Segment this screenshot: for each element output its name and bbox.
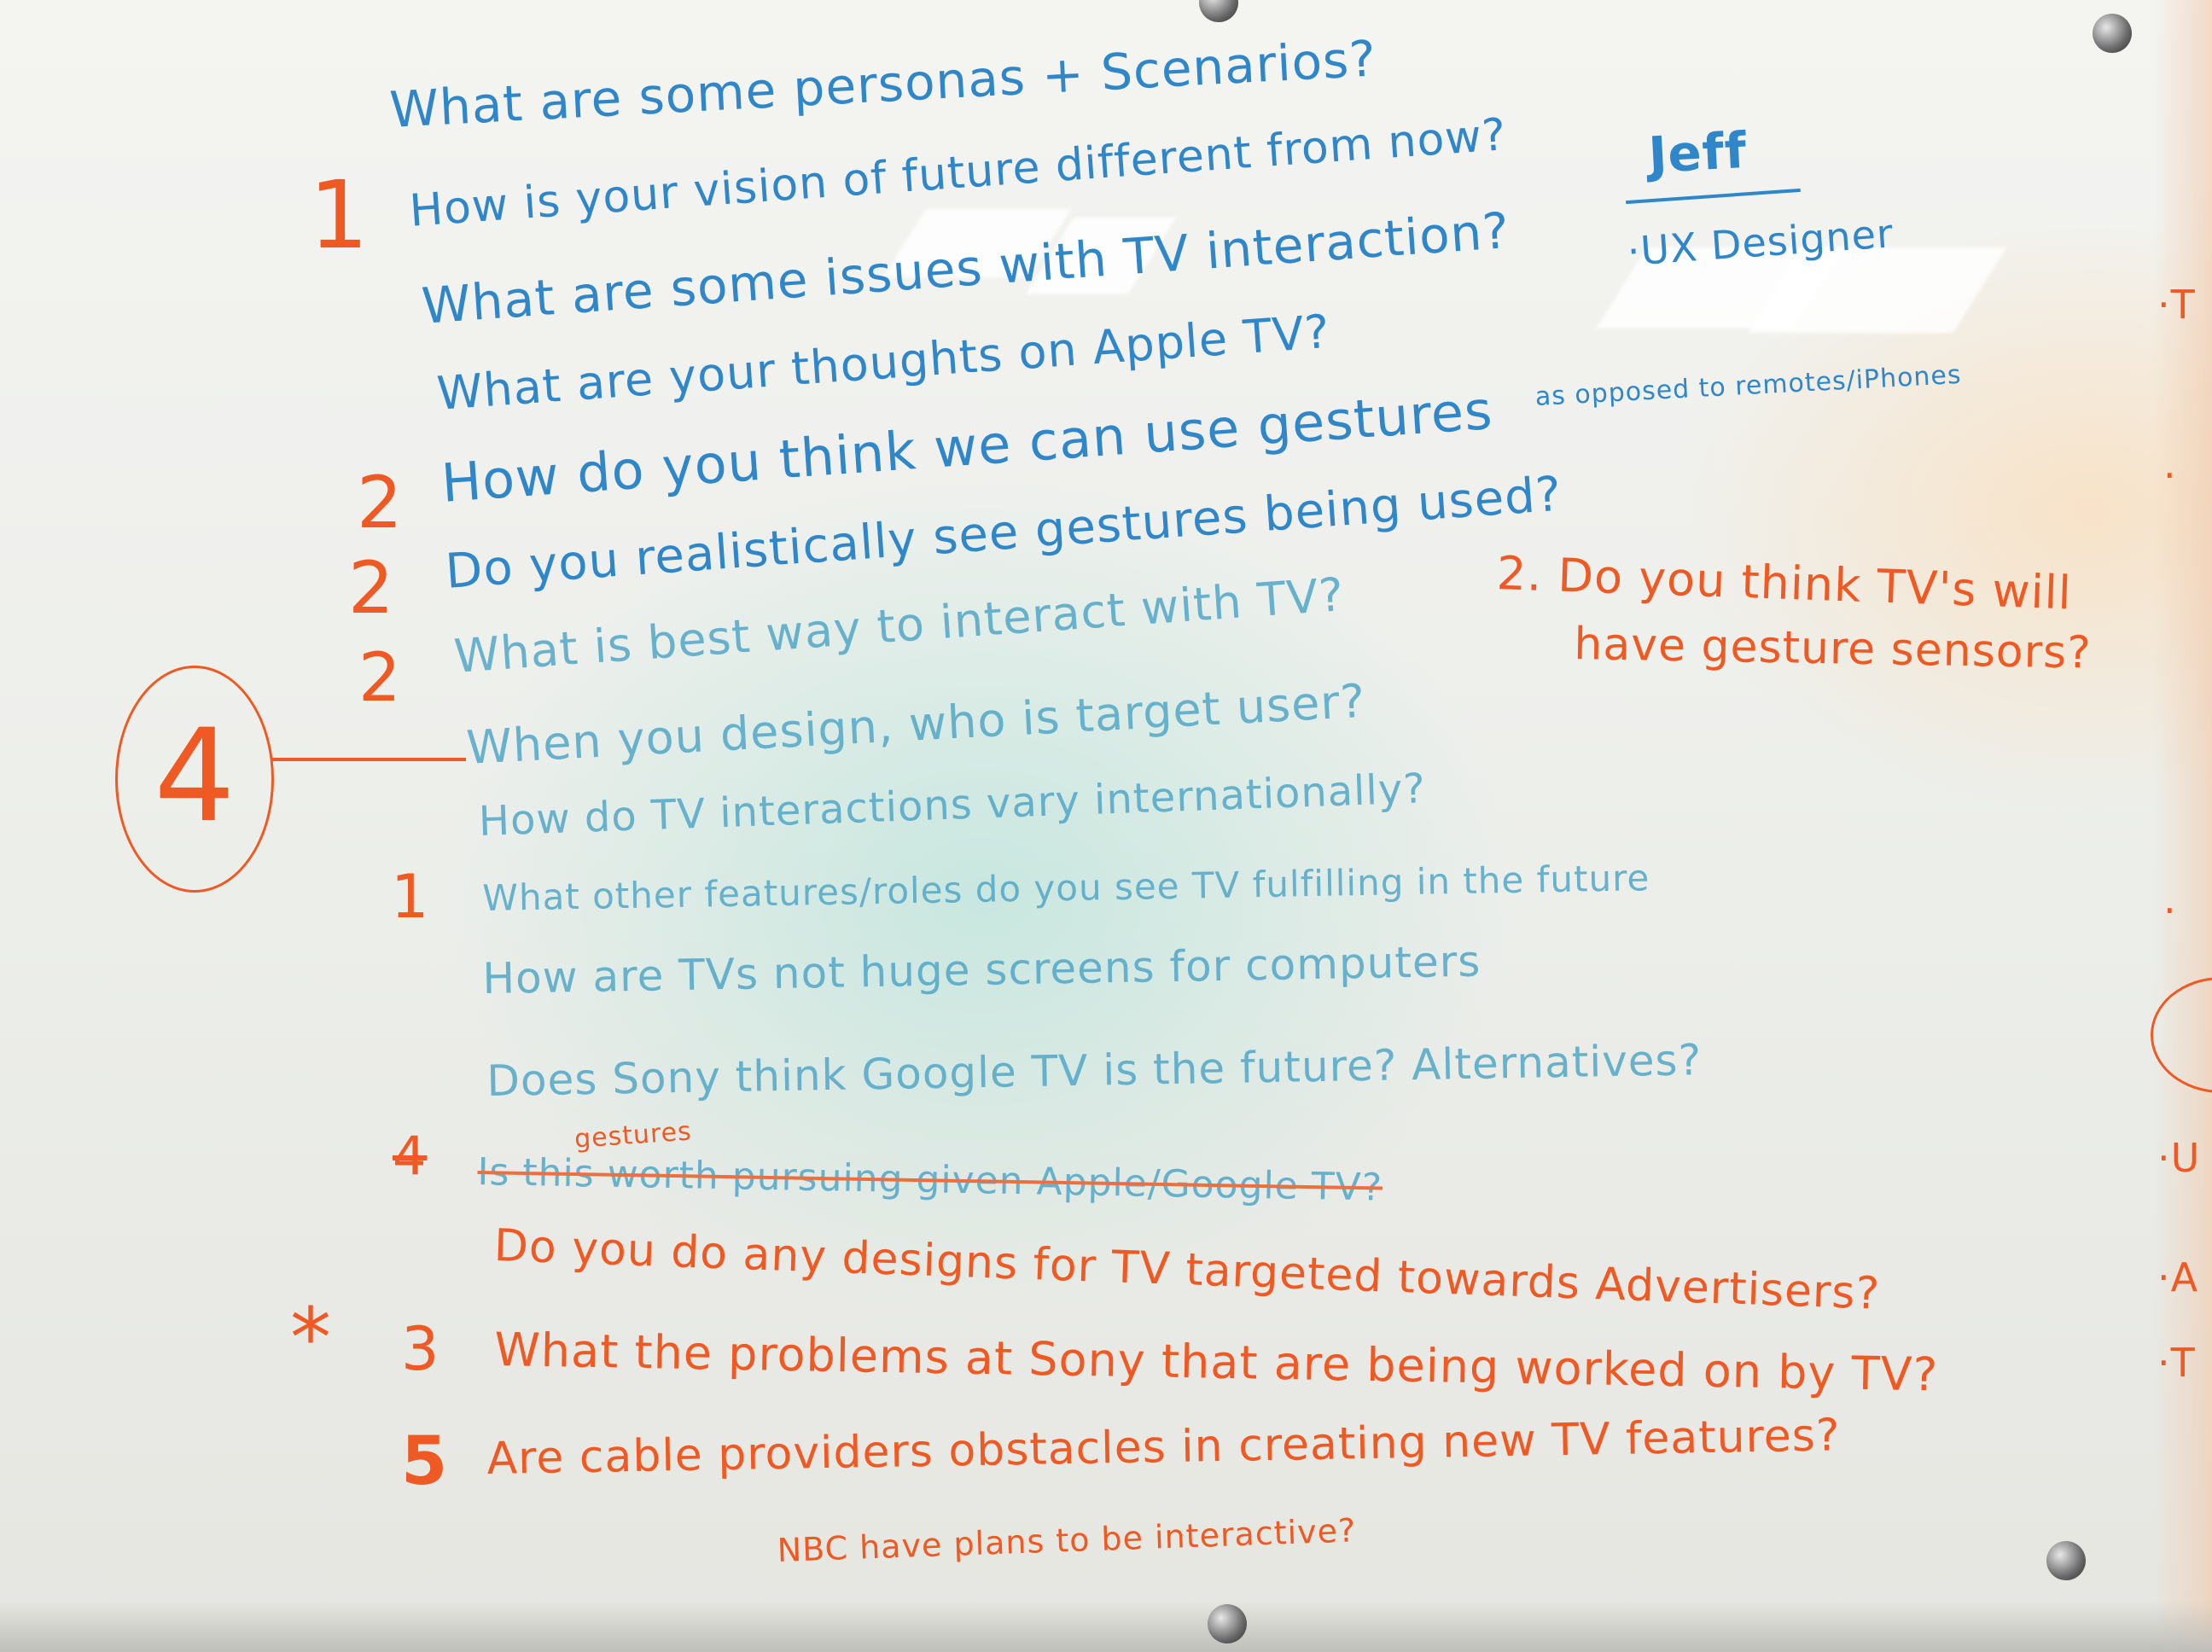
right-edge-bullet: · [2163, 452, 2177, 498]
mounting-bolt-icon [1199, 0, 1238, 22]
right-edge-bullet: ·T [2157, 1340, 2196, 1386]
right-edge-bullet: · [2163, 887, 2177, 934]
orange-question: NBC have plans to be interactive? [777, 1511, 1357, 1569]
blue-question: What other features/roles do you see TV … [482, 857, 1650, 919]
whiteboard-bottom-edge [0, 1601, 2212, 1652]
blue-question: When you design, who is target user? [465, 673, 1367, 775]
blue-question: How do TV interactions vary internationa… [478, 765, 1427, 846]
mounting-bolt-icon [1208, 1604, 1247, 1643]
priority-number: 1 [309, 160, 370, 270]
priority-number: 2 [358, 640, 402, 717]
connector-line [271, 758, 466, 761]
blue-question: Does Sony think Google TV is the future?… [486, 1035, 1703, 1106]
blue-question: How are TVs not huge screens for compute… [482, 936, 1481, 1003]
orange-question: have gesture sensors? [1573, 619, 2093, 679]
priority-number-struck: 4 [393, 1125, 428, 1187]
blue-question-note: as opposed to remotes/iPhones [1534, 359, 1963, 412]
circled-number: 4 [154, 702, 236, 851]
orange-question: Do you do any designs for TV targeted to… [492, 1220, 1882, 1320]
mounting-bolt-icon [2046, 1541, 2086, 1580]
priority-number: 3 [401, 1314, 440, 1384]
blue-question-struck: Is this worth pursuing given Apple/Googl… [477, 1150, 1383, 1210]
mounting-bolt-icon [2093, 14, 2132, 53]
priority-number: 2 [357, 461, 404, 544]
orange-question: Are cable providers obstacles in creatin… [486, 1410, 1841, 1485]
orange-question: 2. Do you think TV's will [1495, 546, 2073, 620]
circled-priority: 4 [115, 666, 274, 893]
jeff-underline [1626, 188, 1801, 205]
priority-number: 2 [348, 546, 395, 630]
right-edge-bullet: ·T [2157, 282, 2196, 328]
blue-question: What are some personas + Scenarios? [388, 29, 1378, 139]
orange-question: What the problems at Sony that are being… [493, 1323, 1939, 1402]
whiteboard-right-edge [2152, 0, 2212, 1652]
right-edge-bullet: ·U [2157, 1135, 2201, 1181]
right-edge-bullet: ·A [2157, 1254, 2199, 1300]
priority-number: 5 [401, 1423, 449, 1500]
star-icon: * [290, 1290, 332, 1386]
gestures-insert: gestures [573, 1116, 693, 1155]
priority-number: 1 [391, 862, 430, 932]
jeff-name: Jeff [1647, 120, 1749, 184]
